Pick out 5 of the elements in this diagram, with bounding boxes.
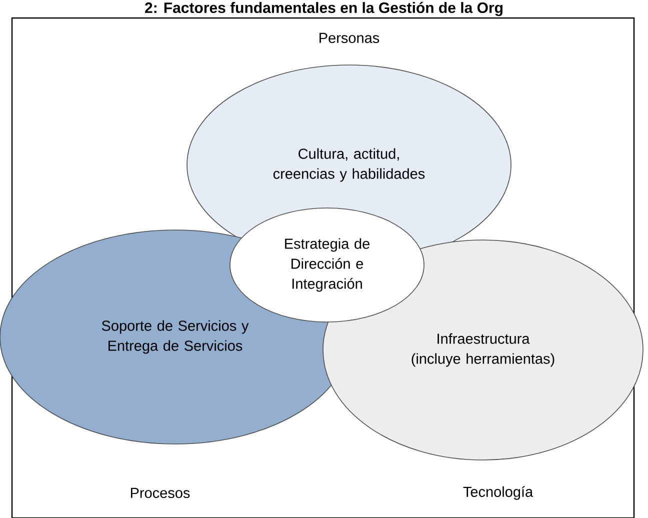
title: 2: Factores fundamentales en la Gestión de la Org xyxy=(145,2,502,16)
caption-label: Tecnología xyxy=(463,486,534,500)
caption-label: Procesos xyxy=(130,488,190,498)
caption-label: Personas xyxy=(320,32,380,44)
ellipse-node: Estrategia de Dirección e Integración xyxy=(230,208,424,322)
